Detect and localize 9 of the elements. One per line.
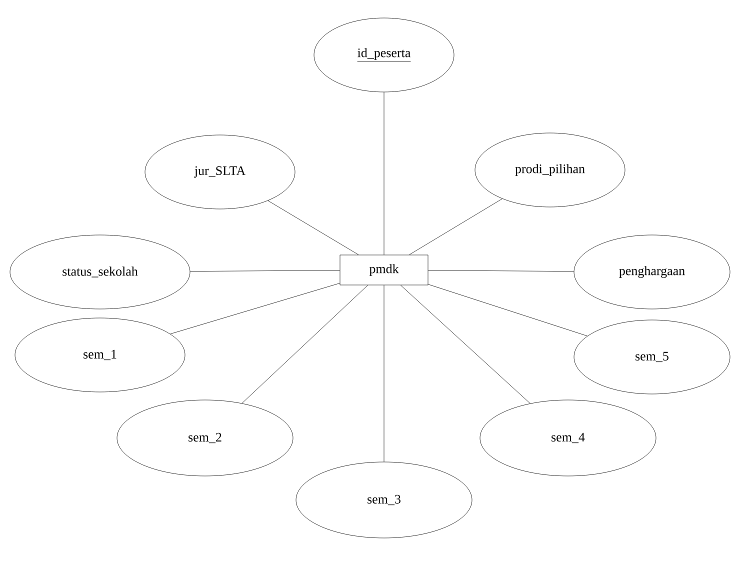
connector-line <box>268 200 359 255</box>
connector-line <box>409 198 502 255</box>
entity-box: pmdk <box>340 254 428 286</box>
connector-line <box>242 284 368 404</box>
connector-line <box>400 284 530 404</box>
connector-line <box>428 270 574 272</box>
connector-line <box>428 284 588 336</box>
connector-line <box>170 283 340 334</box>
connector-line <box>190 270 340 272</box>
